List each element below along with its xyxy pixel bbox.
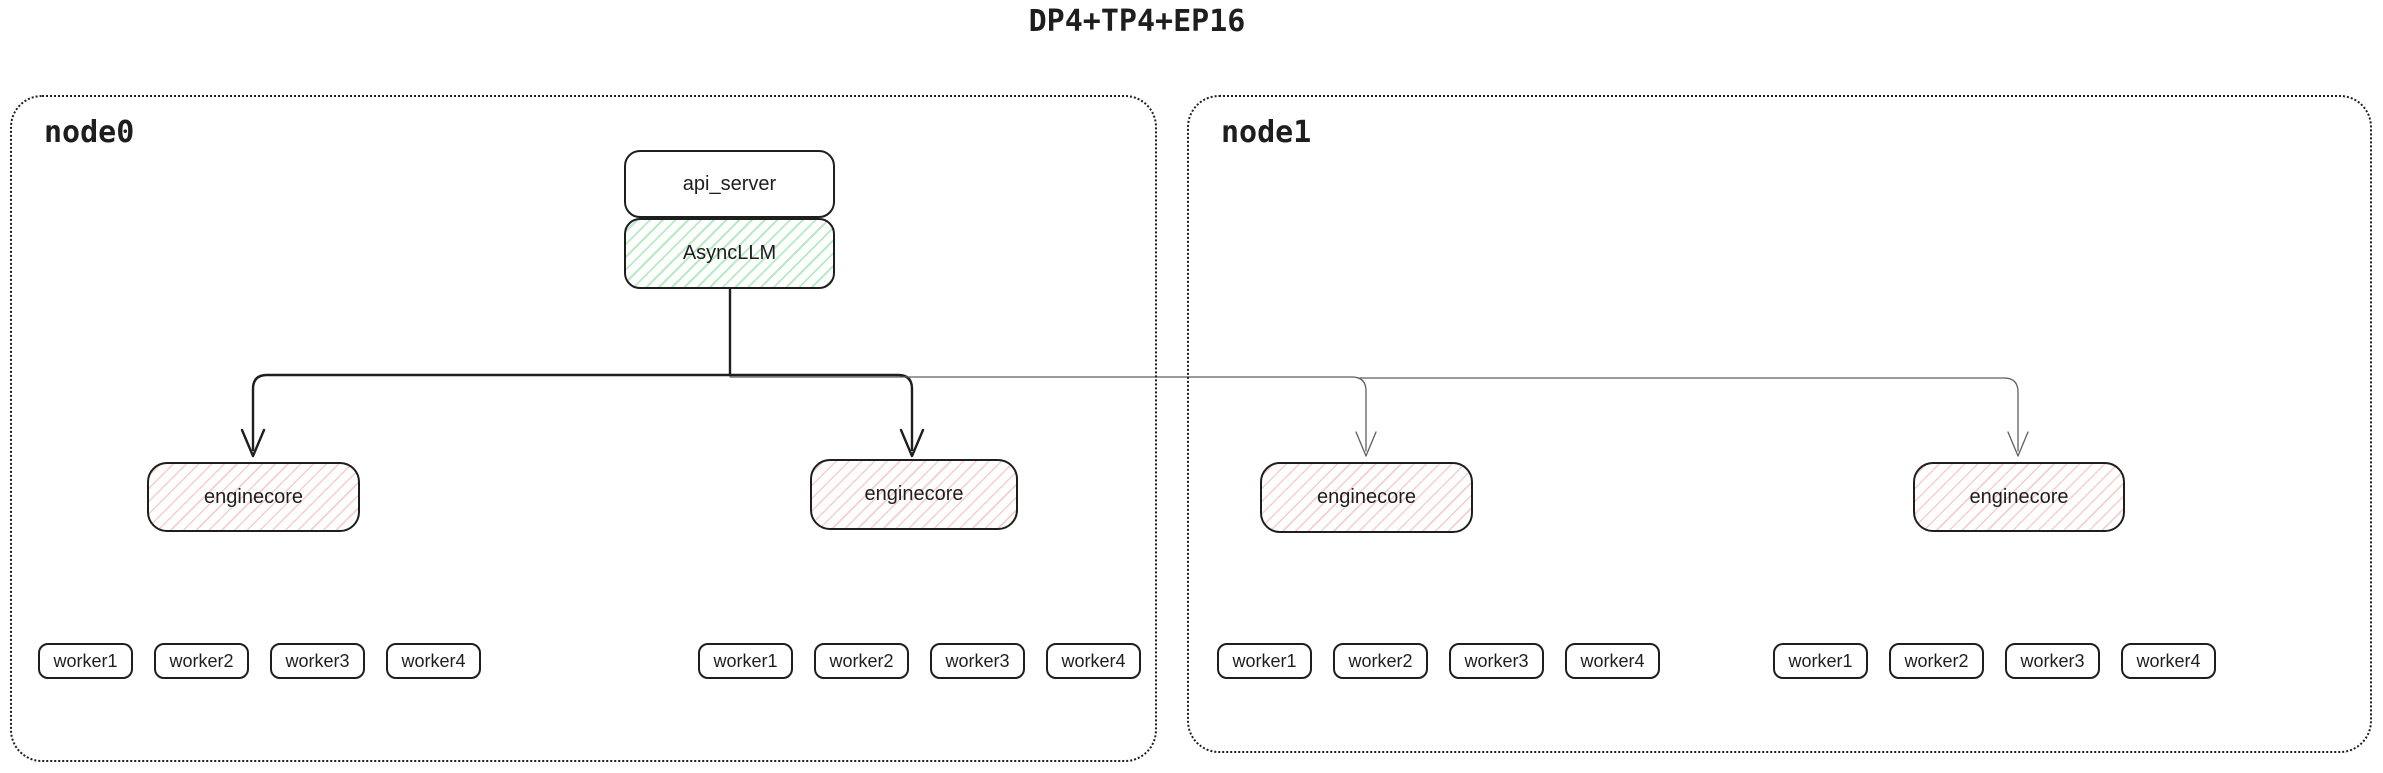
worker-box: worker3	[930, 643, 1025, 679]
enginecore-box-node0-1: enginecore	[147, 462, 360, 532]
worker-label: worker2	[1904, 650, 1969, 671]
worker-label: worker2	[1348, 650, 1413, 671]
worker-box: worker3	[1449, 643, 1544, 679]
worker-box: worker2	[154, 643, 249, 679]
worker-box: worker1	[1217, 643, 1312, 679]
worker-label: worker1	[53, 650, 118, 671]
worker-box: worker2	[1889, 643, 1984, 679]
worker-group-node1-2: worker1 worker2 worker3 worker4	[1773, 643, 2216, 679]
enginecore-label: enginecore	[864, 483, 964, 505]
worker-group-node0-1: worker1 worker2 worker3 worker4	[38, 643, 481, 679]
worker-box: worker1	[38, 643, 133, 679]
enginecore-label: enginecore	[1969, 485, 2069, 508]
worker-box: worker1	[698, 643, 793, 679]
worker-label: worker1	[1788, 650, 1853, 671]
enginecore-box-node1-2: enginecore	[1913, 462, 2125, 532]
enginecore-box-node0-2: enginecore	[810, 459, 1018, 530]
enginecore-label: enginecore	[1317, 486, 1416, 508]
node1-container: node1	[1187, 95, 2372, 753]
worker-label: worker4	[1061, 650, 1126, 671]
api-server-label: api_server	[682, 172, 777, 195]
worker-box: worker3	[270, 643, 365, 679]
diagram-title: DP4+TP4+EP16	[1028, 4, 1246, 39]
worker-label: worker3	[2020, 650, 2085, 671]
node0-label: node0	[44, 115, 135, 150]
worker-label: worker2	[829, 650, 894, 671]
worker-box: worker3	[2005, 643, 2100, 679]
enginecore-label: enginecore	[204, 485, 303, 508]
worker-box: worker4	[1565, 643, 1660, 679]
worker-box: worker4	[1046, 643, 1141, 679]
worker-label: worker3	[1464, 650, 1529, 671]
worker-label: worker2	[169, 650, 234, 671]
asyncllm-label: AsyncLLM	[682, 242, 777, 264]
worker-box: worker2	[1333, 643, 1428, 679]
api-server-box: api_server	[624, 150, 835, 218]
node1-label: node1	[1221, 115, 1312, 150]
worker-label: worker4	[401, 650, 466, 671]
asyncllm-box: AsyncLLM	[624, 218, 835, 289]
worker-box: worker4	[386, 643, 481, 679]
worker-label: worker4	[1580, 650, 1645, 671]
worker-box: worker4	[2121, 643, 2216, 679]
worker-group-node1-1: worker1 worker2 worker3 worker4	[1217, 643, 1660, 679]
enginecore-box-node1-1: enginecore	[1260, 462, 1473, 533]
worker-label: worker1	[1232, 650, 1297, 671]
node0-container: node0	[10, 95, 1157, 762]
worker-label: worker4	[2136, 650, 2201, 671]
worker-box: worker1	[1773, 643, 1868, 679]
worker-group-node0-2: worker1 worker2 worker3 worker4	[698, 643, 1141, 679]
worker-label: worker3	[945, 650, 1010, 671]
worker-label: worker1	[713, 650, 778, 671]
worker-label: worker3	[285, 650, 350, 671]
worker-box: worker2	[814, 643, 909, 679]
